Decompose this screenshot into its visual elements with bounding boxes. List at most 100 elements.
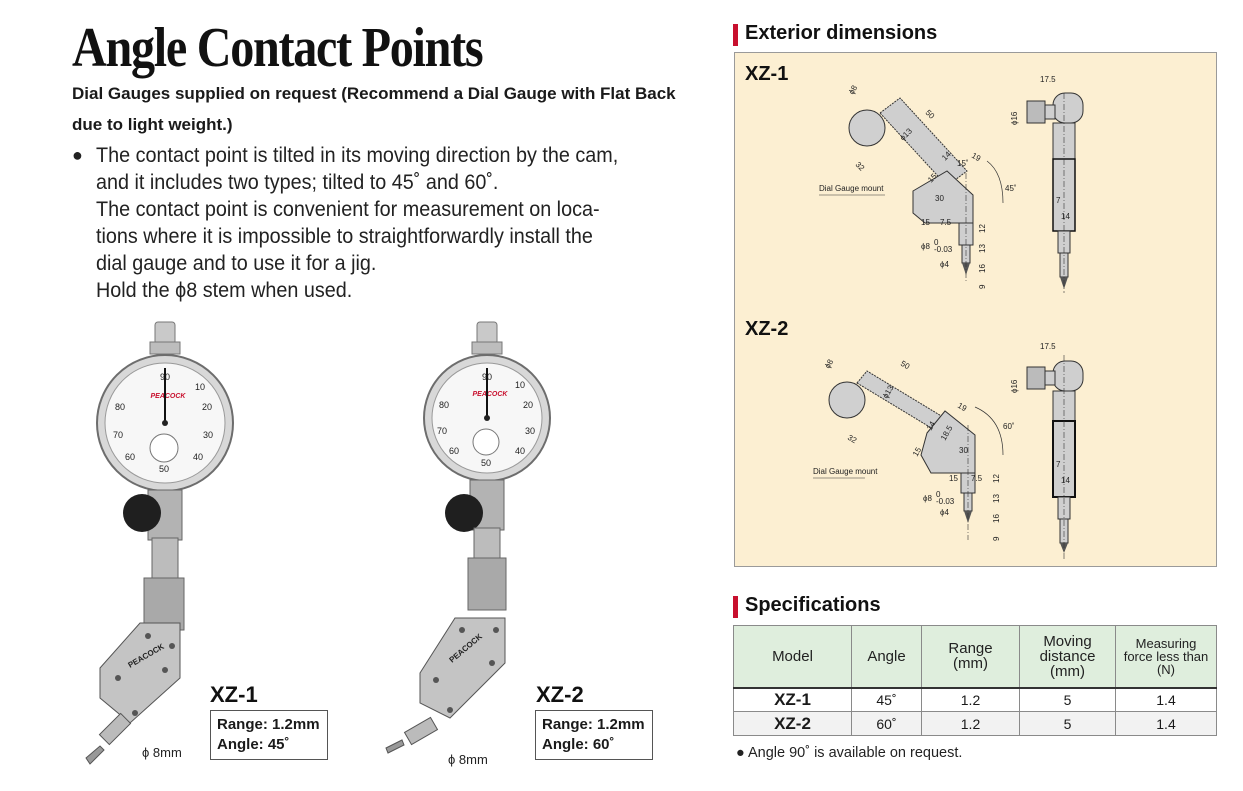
dial-number: 10 bbox=[195, 382, 205, 392]
product-range: Range: 1.2mm bbox=[217, 716, 320, 733]
drawing-model-label: XZ-2 bbox=[745, 318, 789, 340]
dimension-label: ϕ4 bbox=[940, 260, 949, 269]
product-angle: Angle: 60˚ bbox=[542, 736, 615, 753]
dimension-drawing-xz1: 45˚ 50 ϕ8 ϕ13 32 19 14 15 15˚ 30 15 7.5 … bbox=[819, 75, 1084, 293]
dimension-label: 14 bbox=[1061, 476, 1070, 485]
dial-number: 20 bbox=[202, 402, 212, 412]
dial-number: 60 bbox=[125, 452, 135, 462]
brand-logo: PEACOCK bbox=[472, 391, 508, 398]
cell-range: 1.2 bbox=[921, 711, 1020, 736]
description-bullet: ● The contact point is tilted in its mov… bbox=[72, 142, 692, 304]
product-angle: Angle: 45˚ bbox=[217, 736, 290, 753]
cell-moving: 5 bbox=[1019, 711, 1116, 736]
dimension-label: 17.5 bbox=[1040, 75, 1056, 84]
product-range: Range: 1.2mm bbox=[542, 716, 645, 733]
product-name-xz1: XZ-1 bbox=[210, 682, 258, 707]
cell-angle: 60˚ bbox=[851, 711, 922, 736]
dimension-label: 12 bbox=[992, 474, 1001, 483]
bullet-line: Hold the ϕ8 stem when used. bbox=[96, 278, 353, 302]
dimension-label: ϕ8 bbox=[823, 357, 836, 370]
dimension-label: ϕ8 bbox=[847, 83, 860, 96]
dimension-label: ϕ8 bbox=[921, 242, 930, 251]
product-name-xz2: XZ-2 bbox=[536, 682, 584, 707]
dimension-label: 15 bbox=[949, 474, 958, 483]
dimension-label: 32 bbox=[854, 160, 867, 173]
dial-number: 10 bbox=[515, 380, 525, 390]
bullet-line: The contact point is tilted in its movin… bbox=[96, 143, 619, 167]
mount-label: Dial Gauge mount bbox=[819, 184, 884, 193]
dimension-label: 9 bbox=[992, 536, 1001, 541]
cell-range: 1.2 bbox=[921, 686, 1020, 712]
dimension-label: 30 bbox=[959, 446, 968, 455]
bullet-marker: ● bbox=[72, 145, 83, 165]
dimension-label: 15˚ bbox=[957, 159, 969, 168]
dimension-label: 7 bbox=[1056, 196, 1061, 205]
specifications-heading: Specifications bbox=[733, 594, 881, 618]
product-spec-box-xz1: Range: 1.2mm Angle: 45˚ bbox=[210, 710, 328, 760]
cell-moving: 5 bbox=[1019, 686, 1116, 712]
column-header: Model bbox=[733, 625, 852, 688]
dimension-label: 19 bbox=[956, 401, 969, 414]
dial-number: 70 bbox=[437, 426, 447, 436]
exterior-dimensions-panel: XZ-1 XZ-2 45˚ 50 ϕ8 ϕ13 32 19 14 15 15˚ … bbox=[734, 52, 1217, 567]
dimension-label: 16 bbox=[978, 264, 987, 273]
dimension-label: ϕ8 bbox=[923, 494, 932, 503]
cell-force: 1.4 bbox=[1115, 686, 1217, 712]
dimension-drawing-xz2: 60˚ 50 ϕ8 ϕ13 32 19 14 15 18.5 30 15 7.5… bbox=[813, 342, 1084, 559]
angle-label: 60˚ bbox=[1003, 422, 1015, 431]
dial-number: 40 bbox=[193, 452, 203, 462]
cell-angle: 45˚ bbox=[851, 686, 922, 712]
tolerance-label: 0 bbox=[934, 238, 939, 247]
stem-diameter-label: ϕ 8mm bbox=[142, 745, 182, 760]
specifications-table: Model Angle Range(mm) Moving distance(mm… bbox=[733, 625, 1217, 736]
dimension-label: 7 bbox=[1056, 460, 1061, 469]
cell-model: XZ-1 bbox=[733, 686, 852, 712]
stem-diameter-label: ϕ 8mm bbox=[448, 752, 488, 767]
dial-number: 60 bbox=[449, 446, 459, 456]
bullet-line: tions where it is impossible to straight… bbox=[96, 224, 593, 248]
dimension-label: ϕ16 bbox=[1010, 379, 1019, 393]
column-header: Range(mm) bbox=[921, 625, 1020, 688]
dimension-label: 17.5 bbox=[1040, 342, 1056, 351]
mount-label: Dial Gauge mount bbox=[813, 467, 878, 476]
product-photo-xz2: 90 10 80 20 70 30 60 40 50 PEACOCK PEACO… bbox=[385, 321, 551, 754]
cell-model: XZ-2 bbox=[733, 711, 852, 736]
table-row: XZ-1 45˚ 1.2 5 1.4 bbox=[733, 686, 1217, 712]
page-subtitle: Dial Gauges supplied on request (Recomme… bbox=[72, 84, 676, 134]
dimension-label: 16 bbox=[992, 514, 1001, 523]
dial-number: 80 bbox=[115, 402, 125, 412]
dimension-label: 32 bbox=[846, 433, 859, 446]
product-photo-xz1: 90 10 80 20 70 30 60 40 50 PEACOCK PEACO… bbox=[85, 321, 234, 765]
brand-logo: PEACOCK bbox=[150, 393, 186, 400]
table-row: XZ-2 60˚ 1.2 5 1.4 bbox=[733, 711, 1217, 736]
drawing-model-label: XZ-1 bbox=[745, 63, 789, 85]
dial-number: 20 bbox=[523, 400, 533, 410]
spec-note: ● Angle 90˚ is available on request. bbox=[736, 745, 963, 761]
dimension-label: 14 bbox=[1061, 212, 1070, 221]
dimension-label: 13 bbox=[978, 244, 987, 253]
column-header: Angle bbox=[851, 625, 922, 688]
dimension-label: 7.5 bbox=[940, 218, 952, 227]
column-header: Measuring force less than(N) bbox=[1115, 625, 1217, 688]
dial-number: 40 bbox=[515, 446, 525, 456]
product-spec-box-xz2: Range: 1.2mm Angle: 60˚ bbox=[535, 710, 653, 760]
dimension-label: 13 bbox=[992, 494, 1001, 503]
bullet-line: The contact point is convenient for meas… bbox=[96, 197, 600, 221]
dimension-label: 50 bbox=[899, 359, 912, 372]
dial-number: 30 bbox=[203, 430, 213, 440]
angle-label: 45˚ bbox=[1005, 184, 1017, 193]
dial-number: 70 bbox=[113, 430, 123, 440]
dimension-label: 7.5 bbox=[971, 474, 983, 483]
dimension-label: 12 bbox=[978, 224, 987, 233]
dimension-label: 50 bbox=[924, 108, 937, 121]
dimension-label: ϕ4 bbox=[940, 508, 949, 517]
dial-number: 80 bbox=[439, 400, 449, 410]
tolerance-label: -0.03 bbox=[936, 497, 955, 506]
dial-number: 50 bbox=[481, 458, 491, 468]
dimension-label: 30 bbox=[935, 194, 944, 203]
column-header: Moving distance(mm) bbox=[1019, 625, 1116, 688]
cell-force: 1.4 bbox=[1115, 711, 1217, 736]
dial-number: 30 bbox=[525, 426, 535, 436]
exterior-dimensions-heading: Exterior dimensions bbox=[733, 22, 937, 46]
bullet-line: dial gauge and to use it for a jig. bbox=[96, 251, 377, 275]
